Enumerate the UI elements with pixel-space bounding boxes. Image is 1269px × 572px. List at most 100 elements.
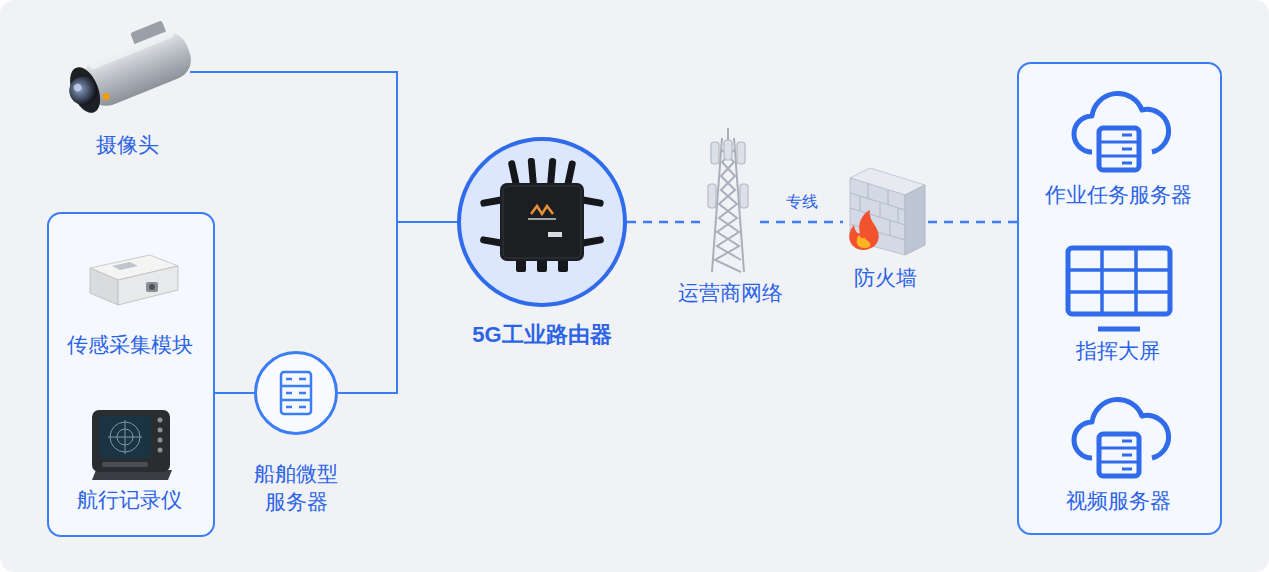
cloud-server-icon-part [1099, 128, 1139, 170]
server-icon-part [299, 406, 306, 409]
tower-icon-part-part [724, 140, 732, 160]
circle-fill [255, 352, 337, 434]
cloud-server-icon-part [1122, 468, 1132, 471]
voyage-recorder-icon-part [99, 416, 151, 458]
firewall-icon-part-part [897, 208, 898, 223]
panel-fill [1018, 63, 1221, 534]
server-icon-part [286, 406, 292, 409]
screen-wall-icon-part [1100, 248, 1104, 314]
dashed-link [760, 221, 843, 224]
tower-node: 运营商网络 [700, 128, 760, 273]
camera-node: 摄像头 [65, 28, 190, 123]
firewall-node: 防火墙 [843, 163, 928, 258]
camera-icon-part [64, 63, 106, 117]
cloud-server-icon-part [1122, 440, 1132, 443]
node-label: 运营商网络 [678, 279, 783, 307]
voyage-recorder-icon-part [158, 438, 163, 443]
voyage-recorder-icon-part [158, 448, 163, 453]
firewall-icon [849, 168, 925, 255]
voyage-recorder-icon [92, 410, 172, 480]
sensor-module-icon-part [90, 268, 118, 305]
cloud-server-icon-part [1099, 461, 1139, 464]
server-icon-part [299, 378, 306, 381]
screen-wall-icon-part [1134, 248, 1138, 314]
camera-icon [57, 15, 197, 118]
server-icon-part [286, 378, 292, 381]
sensor-module-icon [90, 255, 178, 305]
camera-icon-part [102, 92, 111, 101]
tower-icon-part-part [708, 184, 716, 208]
screen-wall-icon-part [1068, 268, 1170, 272]
wire [190, 72, 457, 222]
router-icon-part [528, 218, 556, 220]
dashed-link [627, 221, 700, 224]
server-icon-part [281, 372, 311, 414]
firewall-icon-part-part [887, 190, 888, 205]
cloud-server-icon-part [1122, 134, 1132, 137]
tower-icon-part [715, 150, 741, 272]
router-icon [480, 158, 605, 272]
camera-icon-part [88, 29, 174, 70]
firewall-icon-part-part [850, 193, 905, 210]
router-icon-part [503, 186, 581, 258]
voyage-recorder-icon-part [158, 428, 163, 433]
video-server-node: 视频服务器 [1075, 396, 1163, 478]
sensor-module-icon-part [149, 284, 155, 290]
screen-wall-icon-part [1098, 327, 1140, 332]
voyage-recorder-icon-part [158, 418, 163, 423]
circle-fill [459, 139, 625, 305]
firewall-icon-part [905, 185, 925, 255]
router-icon-part-part [528, 158, 537, 187]
server-icon-part [281, 385, 311, 388]
wire [215, 392, 254, 394]
node-label: 防火墙 [854, 264, 917, 292]
firewall-icon-part [850, 178, 905, 255]
screen-node: 指挥大屏 [1065, 245, 1172, 332]
sensor-module-icon-part [112, 262, 138, 270]
recorder-node: 航行记录仪 [88, 405, 172, 480]
panel-fill [48, 213, 214, 536]
router-circle: 5G工业路由器 [457, 137, 627, 307]
cloud-server-icon-part [1074, 399, 1169, 458]
dashed-link [928, 221, 1017, 224]
tower-icon-part [717, 150, 741, 260]
sensor-module-icon-part [146, 282, 158, 292]
router-icon-part [500, 183, 584, 261]
sensor-node: 传感采集模块 [82, 252, 178, 312]
cloud-server-icon [1074, 93, 1169, 170]
cloud-server-icon [1074, 399, 1169, 476]
screen-wall-icon-part [1068, 290, 1170, 294]
cloud-server-icon-part [1099, 447, 1139, 450]
sensor-module-icon-part [118, 266, 178, 305]
router-icon-part [531, 206, 553, 214]
edge-label: 专线 [786, 192, 818, 212]
tower-icon-part [727, 128, 729, 140]
tower-icon-part-part [737, 142, 745, 164]
screen-wall-icon-part [1068, 248, 1170, 314]
server-icon-part [299, 392, 306, 395]
camera-icon-part [72, 82, 82, 92]
firewall-icon-part-part [867, 184, 868, 199]
task-server-node: 作业任务服务器 [1075, 90, 1163, 172]
tower-icon-part-part [711, 142, 719, 164]
server-panel: 作业任务服务器指挥大屏视频服务器 [1017, 62, 1222, 535]
router-icon-part [480, 158, 605, 272]
cloud-server-icon-part [1122, 148, 1132, 151]
router-icon-part-part [547, 158, 556, 187]
node-label: 视频服务器 [1066, 487, 1171, 515]
cloud-server-icon-part [1099, 434, 1139, 476]
node-label: 摄像头 [96, 131, 159, 159]
tower-icon-part-part [740, 184, 748, 208]
node-label: 5G工业路由器 [472, 321, 611, 349]
cloud-server-icon-part [1122, 454, 1132, 457]
firewall-icon-part-part [889, 221, 890, 236]
server-icon [281, 372, 311, 414]
voyage-recorder-icon-part [125, 420, 126, 454]
router-icon-part-part [508, 160, 520, 187]
node-label: 船舶微型 服务器 [251, 460, 341, 516]
